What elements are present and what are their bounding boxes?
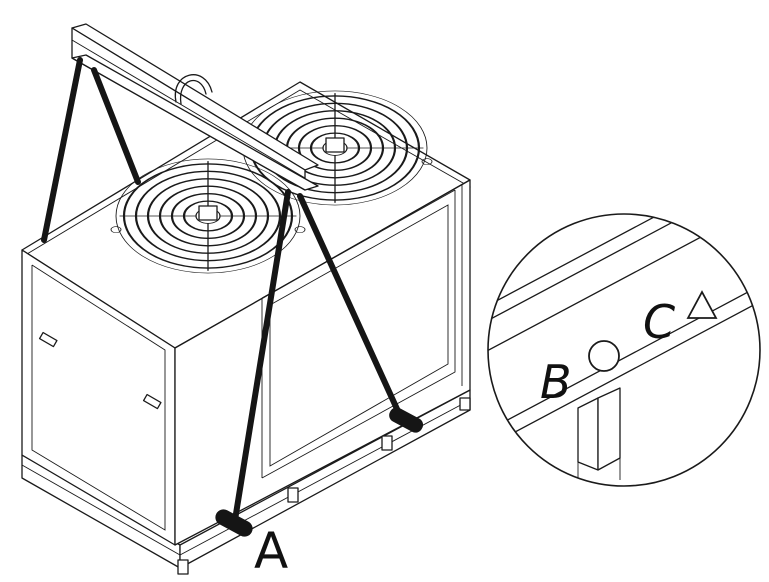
fan-right-hub: [325, 137, 345, 153]
side-panel: [174, 179, 471, 546]
circle-marker-icon: [588, 340, 620, 372]
lifting-straps: [41, 57, 405, 523]
lifting-bar-b: [389, 407, 424, 433]
detail-callout: B C: [487, 213, 761, 487]
front-handle-upper: [38, 331, 58, 348]
strap-front-a: [232, 189, 291, 523]
label-b: B: [540, 355, 572, 409]
lifting-bar-a: [215, 509, 253, 537]
strap-rear-left: [41, 57, 83, 243]
label-c: C: [643, 295, 675, 349]
strap-front-b: [297, 193, 405, 423]
pallet-skid: [21, 389, 471, 575]
triangle-marker-icon: [686, 290, 718, 319]
lifting-eye: [174, 74, 213, 103]
front-handle-lower: [142, 393, 162, 410]
label-a: A: [254, 522, 288, 580]
strap-rear-right: [91, 67, 141, 185]
lifting-beam: [71, 23, 319, 191]
fan-left-hub: [198, 205, 218, 221]
